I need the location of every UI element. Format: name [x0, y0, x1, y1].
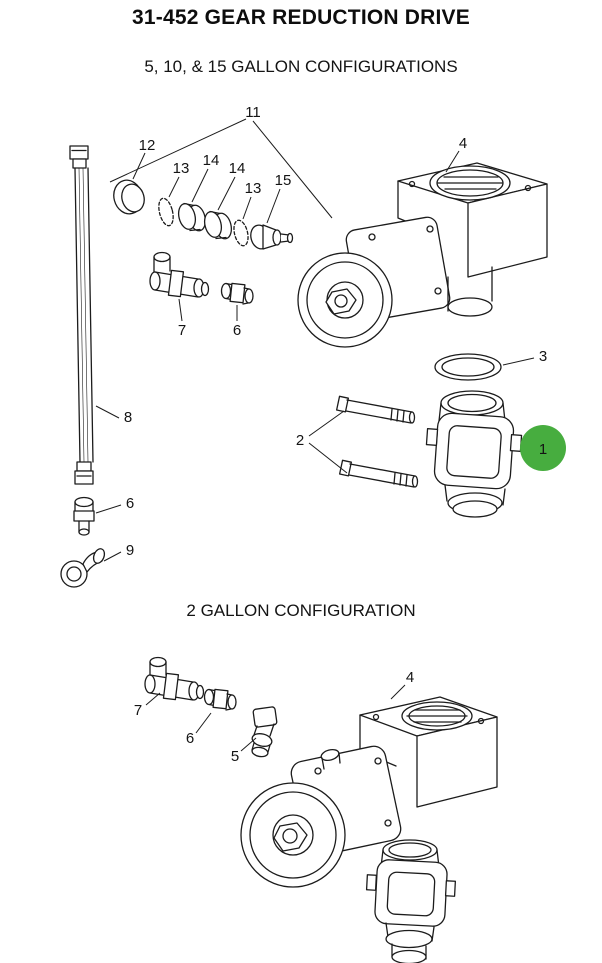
part-2-bolt-a	[335, 395, 416, 424]
callout-5-2: 5	[231, 748, 239, 765]
diagram-two-gallon: 7 6 5 4	[134, 656, 498, 963]
part-6-nipple-2	[203, 688, 237, 711]
callout-15: 15	[275, 172, 292, 189]
leader-line-7	[178, 298, 183, 322]
callout-13a: 13	[173, 160, 190, 177]
callout-6b: 6	[126, 495, 134, 512]
leader-line-5-2	[240, 737, 257, 752]
part-13-oring-a	[158, 197, 174, 227]
leader-line-12	[132, 152, 146, 180]
part-15-fitting	[250, 224, 294, 250]
part-13-oring-b	[233, 219, 249, 247]
leader-line-4	[445, 150, 460, 173]
part-1-clamp	[425, 390, 523, 518]
part-5-elbow	[251, 706, 278, 758]
part-9-elbow	[60, 548, 106, 588]
leader-line-4-2	[390, 684, 406, 700]
part-4-gearbox-2	[240, 696, 498, 963]
part-14-spacer-b	[203, 210, 233, 240]
diagram-multi-gallon: 11 12 13 14 14 13 15 4 7 6 3 2 8 6 9 1	[60, 104, 566, 588]
callout-1: 1	[539, 441, 547, 458]
leader-line-13b	[242, 196, 252, 220]
callout-7-2: 7	[134, 702, 142, 719]
part-2-bolt-b	[338, 459, 419, 488]
callout-13b: 13	[245, 180, 262, 197]
part-14-spacer-a	[177, 202, 207, 232]
callout-11: 11	[245, 104, 261, 121]
callout-14a: 14	[203, 152, 220, 169]
leader-line-3	[502, 357, 535, 366]
leader-line-11	[109, 118, 333, 219]
callout-8: 8	[124, 409, 132, 426]
part-6-nipple-a	[220, 282, 254, 305]
part-6-nipple-b	[73, 496, 95, 536]
page-title: 31-452 GEAR REDUCTION DRIVE	[132, 6, 470, 29]
leader-line-6b	[95, 504, 122, 514]
highlight-circle[interactable]	[520, 425, 566, 471]
part-7-tee-fitting-2	[144, 656, 205, 701]
part-3-oring	[434, 353, 502, 381]
part-12-cap	[113, 179, 145, 215]
callout-3: 3	[539, 348, 547, 365]
callout-14b: 14	[229, 160, 246, 177]
leader-line-14a	[191, 168, 209, 203]
callout-9: 9	[126, 542, 134, 559]
callout-2: 2	[296, 432, 304, 449]
callout-6a: 6	[233, 322, 241, 339]
callout-6-2: 6	[186, 730, 194, 747]
callout-7: 7	[178, 322, 186, 339]
part-4-gearbox	[297, 162, 548, 348]
leader-line-7-2	[145, 692, 161, 706]
callout-12: 12	[139, 137, 156, 154]
highlight-callout-1[interactable]: 1	[520, 425, 566, 471]
leader-line-15	[266, 188, 281, 224]
callout-4: 4	[459, 135, 467, 152]
leader-line-14b	[217, 176, 236, 211]
leader-line-2	[308, 410, 348, 474]
part-8-hose	[69, 145, 94, 485]
section-title-multi-gallon: 5, 10, & 15 GALLON CONFIGURATIONS	[144, 57, 458, 76]
callout-4-2: 4	[406, 669, 414, 686]
part-7-tee-fitting	[149, 251, 210, 298]
leader-line-9	[103, 551, 122, 562]
leader-line-6-2	[195, 712, 212, 734]
leader-line-8	[95, 405, 120, 419]
section-title-two-gallon: 2 GALLON CONFIGURATION	[186, 601, 416, 620]
leader-line-13a	[168, 176, 180, 198]
